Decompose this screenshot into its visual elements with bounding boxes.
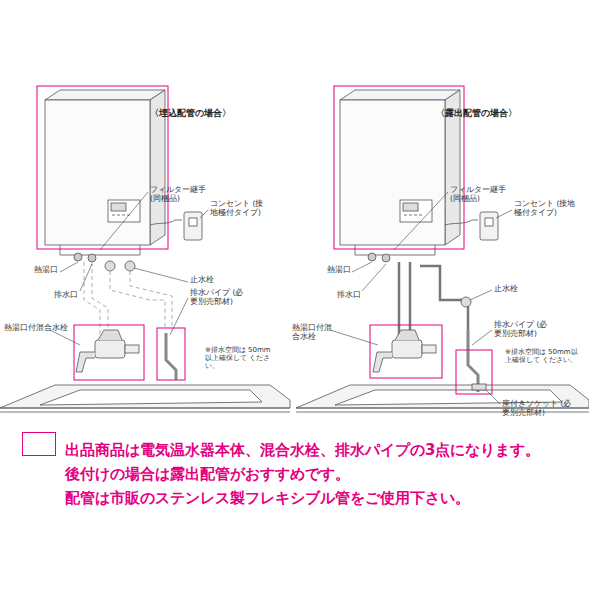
outlet-right: [480, 212, 498, 240]
faucet-left: [76, 330, 139, 372]
note-text: 配管は市販のステンレス製フレキシブル管をご使用下さい。: [65, 490, 470, 507]
drain-pipe-right: [468, 330, 486, 392]
part-label: ※排水空間は 50mm以上確保して ください。: [505, 348, 579, 364]
product-outline: [37, 86, 492, 394]
part-label: 熱湯口: [34, 266, 64, 275]
part-label: 止水栓: [190, 276, 230, 285]
legend-text: 出品商品は電気温水器本体、混合水栓、排水パイプの3点になります。: [65, 442, 540, 459]
part-label: コンセント (接地極付タイプ): [210, 200, 270, 217]
section-heading: 〈埋込配管の場合〉: [150, 108, 231, 118]
part-label: フィルター継手 (同梱品): [450, 186, 510, 203]
part-label: 排水口: [54, 291, 84, 300]
part-label: 熱湯口付混合水栓: [4, 324, 74, 333]
part-label: フィルター継手 (同梱品): [150, 186, 210, 203]
part-label: 排水パイプ (必要別売部材): [190, 289, 250, 306]
part-label: コンセント (接地極付タイプ): [514, 200, 580, 217]
part-label: 熱湯口付混合水栓: [292, 324, 332, 341]
drain-pipe-left: [166, 333, 176, 380]
part-label: 排水パイプ (必要別売部材): [494, 321, 554, 338]
part-label: 排水口: [337, 291, 367, 300]
exposed-pipes: [399, 262, 468, 340]
leader-line: [50, 192, 512, 404]
part-label: 座付きソケット (必要別売部材): [502, 400, 572, 417]
part-label: 熱湯口: [327, 266, 357, 275]
part-label: ※排水空間は 50mm以上確保して ください。: [205, 346, 275, 370]
note-text: 後付けの場合は露出配管がおすすめです。: [65, 466, 350, 483]
faucet-right: [373, 330, 436, 372]
legend-swatch: [22, 432, 56, 456]
stop-valve-right: [461, 297, 471, 307]
part-label: 止水栓: [494, 285, 534, 294]
sink-left: [0, 385, 290, 412]
outlet-left: [184, 212, 202, 240]
section-heading: 〈露出配管の場合〉: [436, 108, 517, 118]
